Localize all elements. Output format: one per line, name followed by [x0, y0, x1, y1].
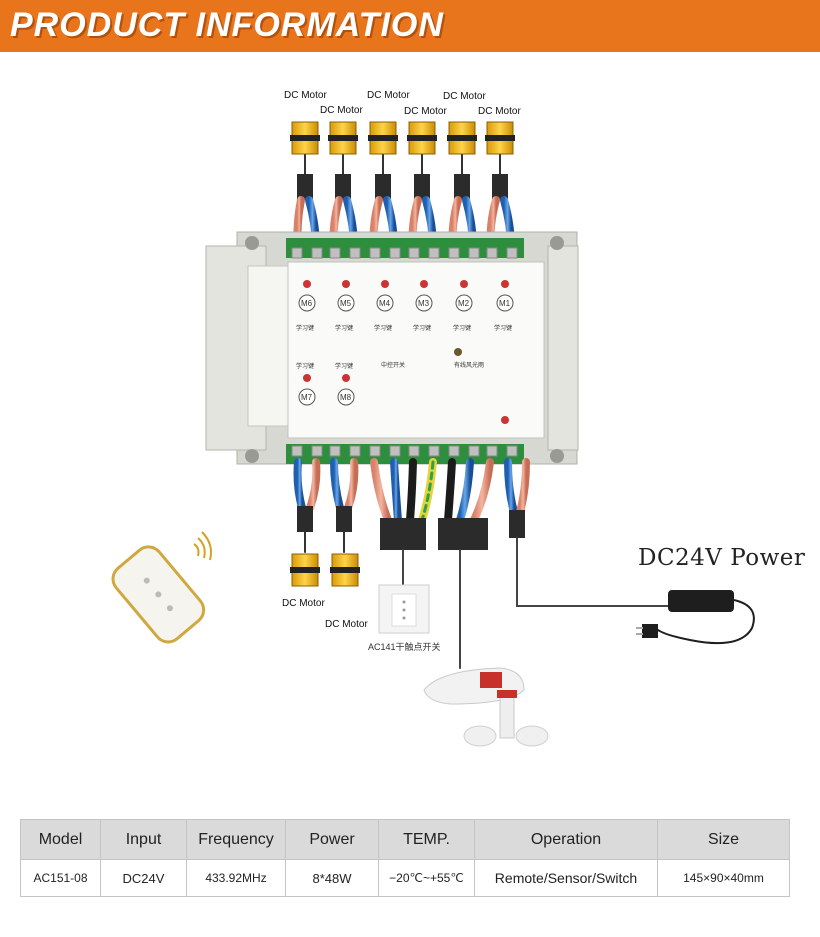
channel-m2: M2 [458, 299, 470, 308]
channel-m5: M5 [340, 299, 352, 308]
channel-m7: M7 [301, 393, 313, 402]
channel-m8: M8 [340, 393, 352, 402]
motor-label-bottom-2: DC Motor [325, 619, 368, 630]
header-frequency: Frequency [186, 819, 286, 860]
section-label-central-switch: 中控开关 [381, 361, 405, 369]
motor-label-top-4: DC Motor [404, 106, 447, 117]
channel-m3: M3 [418, 299, 430, 308]
motor-label-top-2: DC Motor [320, 105, 363, 116]
power-adapter-icon [636, 590, 755, 645]
table-row: AC151-08 DC24V 433.92MHz 8*48W −20℃~+55℃… [20, 859, 790, 897]
motor-label-top-3: DC Motor [367, 90, 410, 101]
spec-table: Model Input Frequency Power TEMP. Operat… [20, 819, 790, 897]
switch-label: AC141干触点开关 [368, 641, 441, 652]
wiring-diagram: DC Motor DC Motor DC Motor DC Motor DC M… [111, 90, 755, 747]
terminal-strips [291, 247, 518, 457]
section-label-wired-sensor: 有线风光雨 [454, 361, 484, 369]
header-input: Input [100, 819, 187, 860]
header-temp: TEMP. [378, 819, 475, 860]
dc-motor-icon [290, 121, 515, 155]
controller-box [205, 231, 579, 465]
header-power: Power [285, 819, 379, 860]
cell-size: 145×90×40mm [657, 859, 790, 897]
cell-model: AC151-08 [20, 859, 101, 897]
channel-markers: M6 M5 M4 M3 M2 M1 M7 M8 [298, 280, 514, 424]
header-operation: Operation [474, 819, 658, 860]
banner-title: PRODUCT INFORMATION [10, 6, 444, 44]
learn-key-label: 学习键 [335, 362, 353, 370]
cell-operation: Remote/Sensor/Switch [474, 859, 658, 897]
wind-sensor-icon [423, 667, 549, 747]
board-labels: 学习键 学习键 学习键 学习键 学习键 学习键 学习键 学习键 中控开关 有线风… [296, 324, 512, 370]
learn-key-label: 学习键 [494, 324, 512, 332]
header-size: Size [657, 819, 790, 860]
learn-key-label: 学习键 [413, 324, 431, 332]
motor-label-top-6: DC Motor [478, 106, 521, 117]
bottom-cables [293, 458, 669, 669]
motor-label-top-1: DC Motor [284, 90, 327, 101]
learn-key-label: 学习键 [453, 324, 471, 332]
remote-control-icon [111, 531, 212, 644]
dc-motor-icon [290, 553, 360, 587]
power-label: DC24V Power [638, 545, 806, 571]
wall-switch-icon [378, 584, 430, 634]
spec-table-header-row: Model Input Frequency Power TEMP. Operat… [20, 819, 790, 860]
cell-input: DC24V [100, 859, 187, 897]
cell-power: 8*48W [285, 859, 379, 897]
header-model: Model [20, 819, 101, 860]
cell-frequency: 433.92MHz [186, 859, 286, 897]
motor-label-bottom-1: DC Motor [282, 598, 325, 609]
learn-key-label: 学习键 [296, 362, 314, 370]
channel-m6: M6 [301, 299, 313, 308]
header-banner: PRODUCT INFORMATION [0, 0, 820, 52]
channel-m4: M4 [379, 299, 391, 308]
motor-label-top-5: DC Motor [443, 91, 486, 102]
learn-key-label: 学习键 [296, 324, 314, 332]
learn-key-label: 学习键 [335, 324, 353, 332]
channel-m1: M1 [499, 299, 511, 308]
learn-key-label: 学习键 [374, 324, 392, 332]
cell-temp: −20℃~+55℃ [378, 859, 475, 897]
